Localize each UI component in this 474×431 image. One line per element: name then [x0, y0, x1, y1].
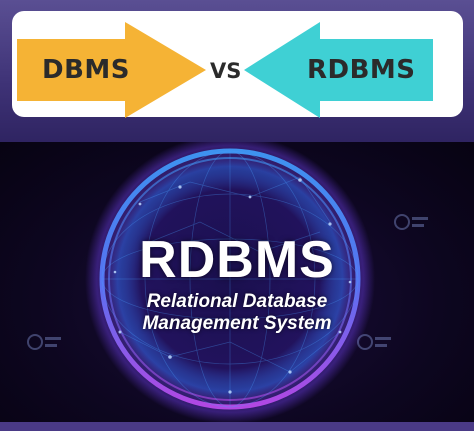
watermark-logo-icon: [27, 334, 61, 350]
rdbms-label: RDBMS: [307, 55, 416, 85]
hero-subtitle-line-1: Relational Database: [146, 291, 328, 312]
hero-title: RDBMS: [139, 231, 335, 289]
watermark-logo-icon: [357, 334, 391, 350]
vs-label: VS: [210, 59, 242, 83]
watermark-logo-icon: [394, 214, 428, 230]
arrow-right-icon: [17, 22, 206, 118]
hero-subtitle-line-2: Management System: [142, 313, 332, 334]
bottom-stripe: [0, 422, 474, 431]
comparison-arrows: [17, 22, 433, 118]
arrow-left-icon: [244, 22, 433, 118]
dbms-label: DBMS: [42, 55, 130, 85]
network-globe-image: [85, 142, 375, 424]
